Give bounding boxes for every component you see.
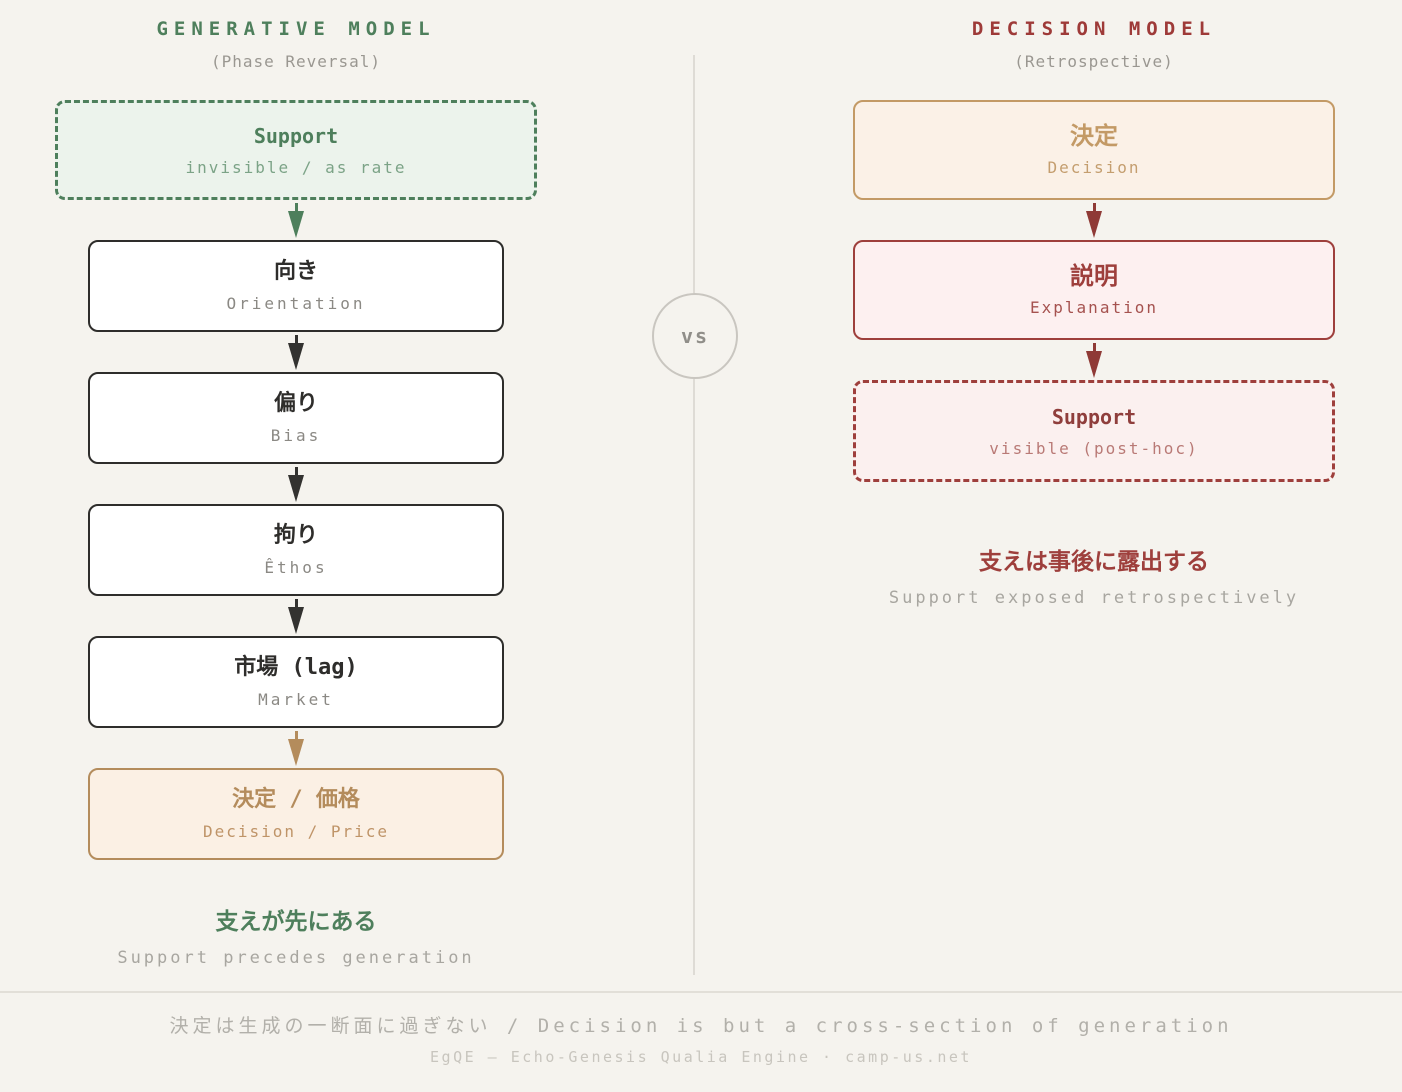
- arrow-down-icon: [288, 200, 304, 240]
- ethos-title: 拘り: [273, 523, 318, 548]
- support-visible-subtitle: visible (post-hoc): [989, 439, 1199, 458]
- explanation-box: 説明 Explanation: [853, 240, 1335, 340]
- generative-model-subtitle: (Phase Reversal): [210, 52, 382, 71]
- arrow-down-icon: [1086, 340, 1102, 380]
- decision-price-subtitle: Decision / Price: [202, 822, 390, 841]
- decision-title: 決定: [1070, 122, 1118, 150]
- support-visible-box: Support visible (post-hoc): [853, 380, 1335, 482]
- arrow-down-icon: [288, 464, 304, 504]
- market-subtitle: Market: [258, 690, 334, 709]
- explanation-subtitle: Explanation: [1030, 298, 1158, 317]
- ethos-subtitle: Êthos: [264, 558, 328, 577]
- generative-model-title: GENERATIVE MODEL: [156, 18, 436, 40]
- bias-title: 偏り: [273, 391, 318, 416]
- left-caption-jp: 支えが先にある: [215, 909, 377, 935]
- orientation-title: 向き: [273, 259, 318, 284]
- decision-price-box: 決定 / 価格 Decision / Price: [88, 768, 504, 860]
- arrow-down-icon: [288, 728, 304, 768]
- bias-subtitle: Bias: [270, 426, 322, 445]
- orientation-subtitle: Orientation: [226, 294, 366, 313]
- right-caption-jp: 支えは事後に露出する: [979, 549, 1209, 575]
- support-invisible-title: Support: [253, 124, 339, 148]
- right-caption-en: Support exposed retrospectively: [888, 588, 1300, 608]
- column-divider: [693, 55, 695, 975]
- decision-model-column: DECISION MODEL (Retrospective) 決定 Decisi…: [853, 16, 1335, 608]
- left-caption-en: Support precedes generation: [117, 948, 475, 968]
- support-visible-title: Support: [1051, 405, 1137, 429]
- vs-label: vs: [680, 324, 710, 348]
- support-invisible-box: Support invisible / as rate: [55, 100, 537, 200]
- generative-model-column: GENERATIVE MODEL (Phase Reversal) Suppor…: [55, 16, 537, 968]
- arrow-down-icon: [1086, 200, 1102, 240]
- bias-box: 偏り Bias: [88, 372, 504, 464]
- decision-subtitle: Decision: [1047, 158, 1141, 177]
- ethos-box: 拘り Êthos: [88, 504, 504, 596]
- vs-badge: vs: [652, 293, 738, 379]
- orientation-box: 向き Orientation: [88, 240, 504, 332]
- footer-tagline: 決定は生成の一断面に過ぎない / Decision is but a cross…: [169, 1015, 1233, 1037]
- market-box: 市場 (lag) Market: [88, 636, 504, 728]
- decision-box: 決定 Decision: [853, 100, 1335, 200]
- decision-model-title: DECISION MODEL: [971, 18, 1217, 40]
- decision-price-title: 決定 / 価格: [232, 787, 360, 812]
- footer-attribution: EgQE — Echo-Genesis Qualia Engine · camp…: [430, 1048, 972, 1066]
- arrow-down-icon: [288, 596, 304, 636]
- footer: 決定は生成の一断面に過ぎない / Decision is but a cross…: [0, 991, 1402, 1066]
- decision-model-subtitle: (Retrospective): [1014, 52, 1174, 71]
- market-title: 市場 (lag): [234, 655, 358, 680]
- support-invisible-subtitle: invisible / as rate: [185, 158, 407, 177]
- arrow-down-icon: [288, 332, 304, 372]
- explanation-title: 説明: [1070, 262, 1118, 290]
